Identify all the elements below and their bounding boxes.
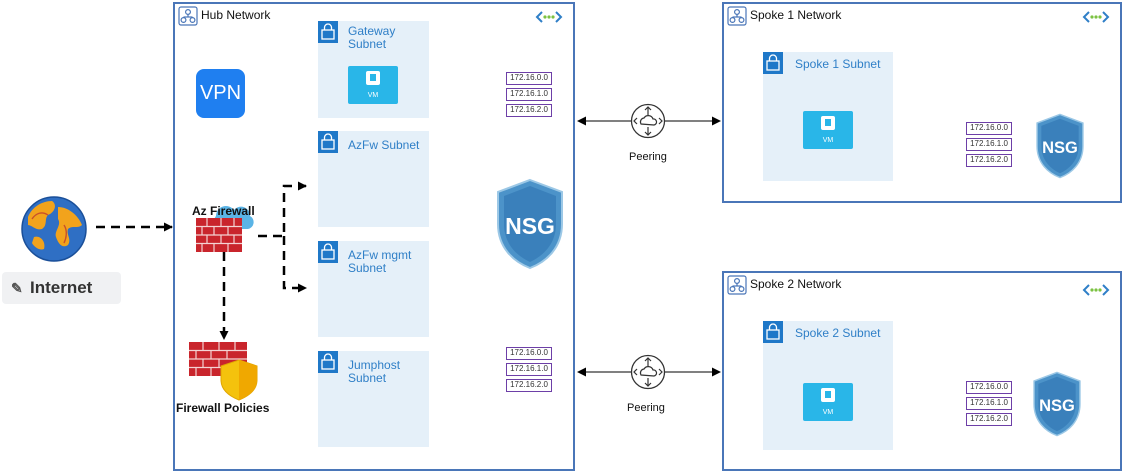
vm-label: VM — [822, 409, 834, 416]
vnet-connection-icon — [1082, 284, 1110, 296]
subnet-lock-icon — [318, 351, 338, 373]
hub-address-space-bottom: 172.16.0.0 172.16.1.0 172.16.2.0 — [506, 347, 552, 395]
subnet-lock-icon — [763, 52, 783, 74]
azfw-mgmt-subnet-label: AzFw mgmt Subnet — [348, 248, 412, 275]
spoke1-subnet-label: Spoke 1 Subnet — [795, 57, 881, 71]
jumphost-subnet-label: Jumphost Subnet — [348, 358, 401, 385]
vm-icon: VM — [803, 111, 853, 149]
address-prefix: 172.16.2.0 — [966, 413, 1012, 426]
address-prefix: 172.16.1.0 — [966, 138, 1012, 151]
vm-label: VM — [367, 92, 379, 99]
hub-address-space-top: 172.16.0.0 172.16.1.0 172.16.2.0 — [506, 72, 552, 120]
nsg-shield-icon: NSG — [497, 178, 563, 270]
nsg-label: NSG — [1042, 139, 1078, 157]
address-prefix: 172.16.0.0 — [506, 347, 552, 360]
internet-label: Internet — [30, 278, 93, 297]
address-prefix: 172.16.0.0 — [506, 72, 552, 85]
vnet-icon — [727, 6, 747, 26]
gateway-subnet-label: Gateway Subnet — [348, 24, 396, 51]
subnet-lock-icon — [318, 21, 338, 43]
azfw-subnet: AzFw Subnet — [318, 131, 429, 227]
nsg-label: NSG — [505, 213, 555, 239]
pencil-icon: ✎ — [11, 280, 23, 296]
peering-label-top: Peering — [629, 151, 667, 163]
firewall-icon — [196, 206, 254, 252]
internet-node: ✎ Internet — [2, 272, 121, 304]
peering-icon — [630, 103, 666, 139]
firewall-to-azfw-arrow — [258, 181, 307, 238]
spoke1-address-space: 172.16.0.0 172.16.1.0 172.16.2.0 — [966, 122, 1012, 170]
vpn-gateway: VPN — [196, 69, 245, 118]
vnet-icon — [727, 275, 747, 295]
vm-label: VM — [822, 137, 834, 144]
spoke2-subnet-label: Spoke 2 Subnet — [795, 326, 881, 340]
firewall-policies-label: Firewall Policies — [176, 401, 270, 415]
spoke1-subnet: Spoke 1 Subnet VM — [763, 52, 893, 181]
address-prefix: 172.16.0.0 — [966, 122, 1012, 135]
globe-icon — [21, 196, 87, 262]
address-prefix: 172.16.1.0 — [506, 363, 552, 376]
vm-icon: VM — [803, 383, 853, 421]
jumphost-subnet: Jumphost Subnet — [318, 351, 429, 447]
spoke1-network-title: Spoke 1 Network — [750, 8, 842, 22]
azfw-subnet-label: AzFw Subnet — [348, 138, 420, 152]
vnet-connection-icon — [1082, 11, 1110, 23]
vnet-connection-icon — [535, 11, 563, 23]
spoke2-subnet: Spoke 2 Subnet VM — [763, 321, 893, 450]
address-prefix: 172.16.0.0 — [966, 381, 1012, 394]
spoke2-address-space: 172.16.0.0 172.16.1.0 172.16.2.0 — [966, 381, 1012, 429]
nsg-shield-icon: NSG — [1033, 371, 1081, 437]
subnet-lock-icon — [318, 241, 338, 263]
firewall-to-azfw-mgmt-arrow — [282, 236, 307, 293]
nsg-shield-icon: NSG — [1036, 113, 1084, 179]
azfw-mgmt-subnet: AzFw mgmt Subnet — [318, 241, 429, 337]
gateway-subnet: Gateway Subnet VM — [318, 21, 429, 118]
peering-label-bottom: Peering — [627, 402, 665, 414]
firewall-policies-icon — [189, 342, 258, 401]
address-prefix: 172.16.2.0 — [506, 104, 552, 117]
address-prefix: 172.16.2.0 — [966, 154, 1012, 167]
address-prefix: 172.16.1.0 — [506, 88, 552, 101]
subnet-lock-icon — [318, 131, 338, 153]
peering-icon — [630, 354, 666, 390]
address-prefix: 172.16.1.0 — [966, 397, 1012, 410]
az-firewall-label: Az Firewall — [192, 204, 255, 218]
spoke2-network-title: Spoke 2 Network — [750, 277, 842, 291]
vnet-icon — [178, 6, 198, 26]
vm-icon: VM — [348, 66, 398, 104]
subnet-lock-icon — [763, 321, 783, 343]
nsg-label: NSG — [1039, 397, 1075, 415]
address-prefix: 172.16.2.0 — [506, 379, 552, 392]
hub-network-title: Hub Network — [201, 8, 271, 22]
